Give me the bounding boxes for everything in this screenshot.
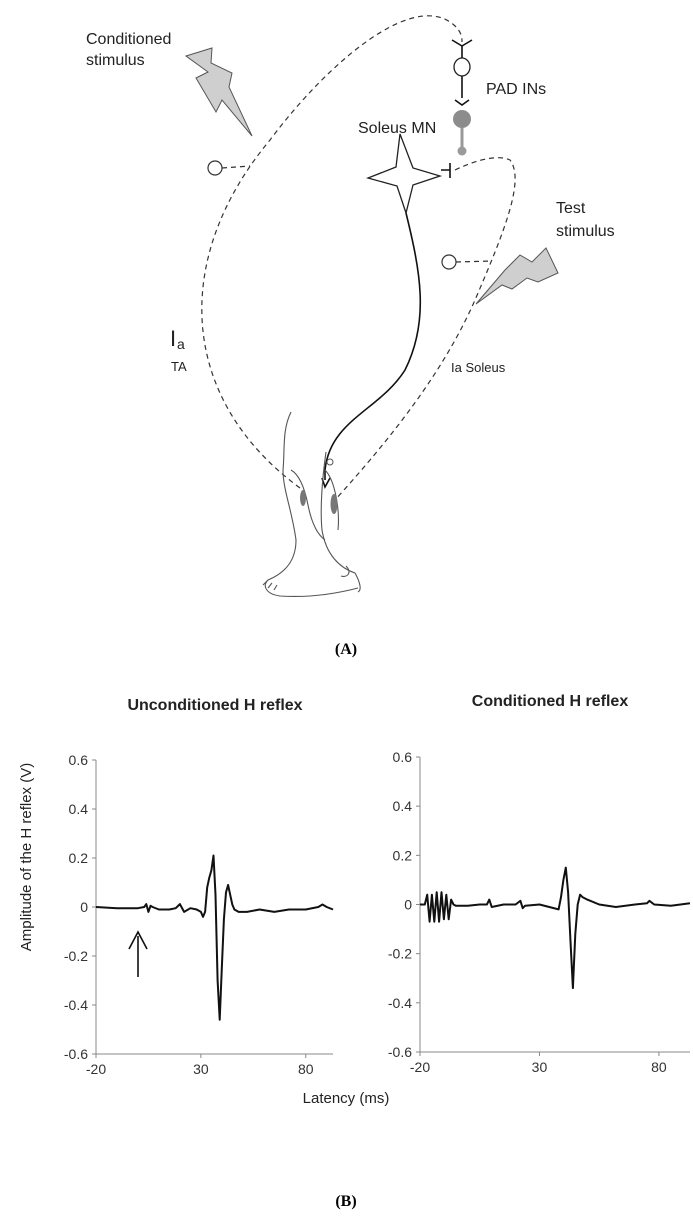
lightning-bolt-icon (184, 47, 253, 137)
conditioned-chart: 0.6 0.4 0.2 0 -0.2 -0.4 -0.6-20 30 80 (388, 749, 691, 1075)
y-tick-label: 0.2 (69, 850, 89, 866)
series-line (95, 854, 334, 1021)
pad-interneuron-filled-icon (453, 110, 471, 128)
x-tick-label: -20 (410, 1059, 430, 1075)
y-tick-label: 0.2 (393, 847, 413, 863)
right-chart-title: Conditioned H reflex (472, 693, 629, 710)
panel-a-caption: (A) (335, 641, 357, 658)
conditioned-stimulus-label: Conditioned (86, 31, 171, 48)
y-tick-label: -0.6 (64, 1046, 88, 1062)
x-tick-label: 30 (532, 1059, 548, 1075)
panel-a-diagram: Conditioned stimulus PAD INs Soleus MN T… (86, 15, 615, 658)
ta-muscle-icon (300, 490, 306, 506)
y-tick-label: 0.4 (69, 801, 89, 817)
y-tick-label: -0.2 (64, 948, 88, 964)
synapse-icon (454, 99, 470, 106)
motor-axon (324, 212, 422, 480)
leg-icon (262, 411, 361, 598)
ia-subscript: a (177, 336, 185, 352)
soleus-mn-label: Soleus MN (358, 120, 436, 137)
y-tick-label: 0 (404, 897, 412, 913)
y-tick-label: -0.2 (388, 946, 412, 962)
ia-ta-afferent-path (201, 15, 463, 489)
panel-b-caption: (B) (335, 1193, 356, 1210)
y-tick-label: 0.6 (393, 749, 413, 765)
lightning-bolt-icon (475, 247, 559, 305)
synapse-icon (451, 39, 473, 58)
y-axis-label: Amplitude of the H reflex (V) (18, 763, 35, 951)
ia-label: I (170, 326, 176, 351)
ta-label: TA (171, 359, 187, 374)
test-stimulus-label: Test (556, 200, 586, 217)
conditioned-electrode-wire (221, 165, 251, 169)
panel-b-charts: Unconditioned H reflex Conditioned H ref… (18, 693, 691, 1210)
x-tick-label: 80 (298, 1061, 314, 1077)
pad-interneuron-icon (453, 57, 471, 77)
unconditioned-chart: 0.6 0.4 0.2 0 -0.2 -0.4 -0.6-20 30 80 (64, 752, 334, 1077)
conditioned-electrode-icon (207, 160, 223, 176)
soleus-muscle-icon (330, 494, 338, 514)
left-chart-title: Unconditioned H reflex (127, 697, 302, 714)
y-tick-label: -0.4 (64, 997, 88, 1013)
ia-soleus-afferent-path (334, 157, 516, 501)
soleus-motoneuron-icon (365, 133, 443, 216)
ia-soleus-label: Ia Soleus (451, 360, 506, 375)
y-tick-label: 0.4 (393, 798, 413, 814)
y-tick-label: -0.4 (388, 995, 412, 1011)
presynaptic-terminal-icon (457, 146, 467, 156)
test-electrode-wire (455, 260, 493, 263)
pad-ins-label: PAD INs (486, 81, 546, 98)
stimulus-arrow-icon (128, 930, 148, 977)
x-tick-label: 80 (651, 1059, 667, 1075)
y-tick-label: 0.6 (69, 752, 89, 768)
x-tick-label: 30 (193, 1061, 209, 1077)
synapse-icon (441, 163, 451, 178)
x-tick-label: -20 (86, 1061, 106, 1077)
y-tick-label: -0.6 (388, 1044, 412, 1060)
test-electrode-icon (441, 254, 457, 270)
test-stimulus-label-2: stimulus (556, 223, 615, 240)
leg-knee-marker (326, 458, 334, 466)
x-axis-label: Latency (ms) (303, 1090, 390, 1107)
conditioned-stimulus-label-2: stimulus (86, 52, 145, 69)
y-tick-label: 0 (80, 899, 88, 915)
series-line (420, 866, 691, 990)
